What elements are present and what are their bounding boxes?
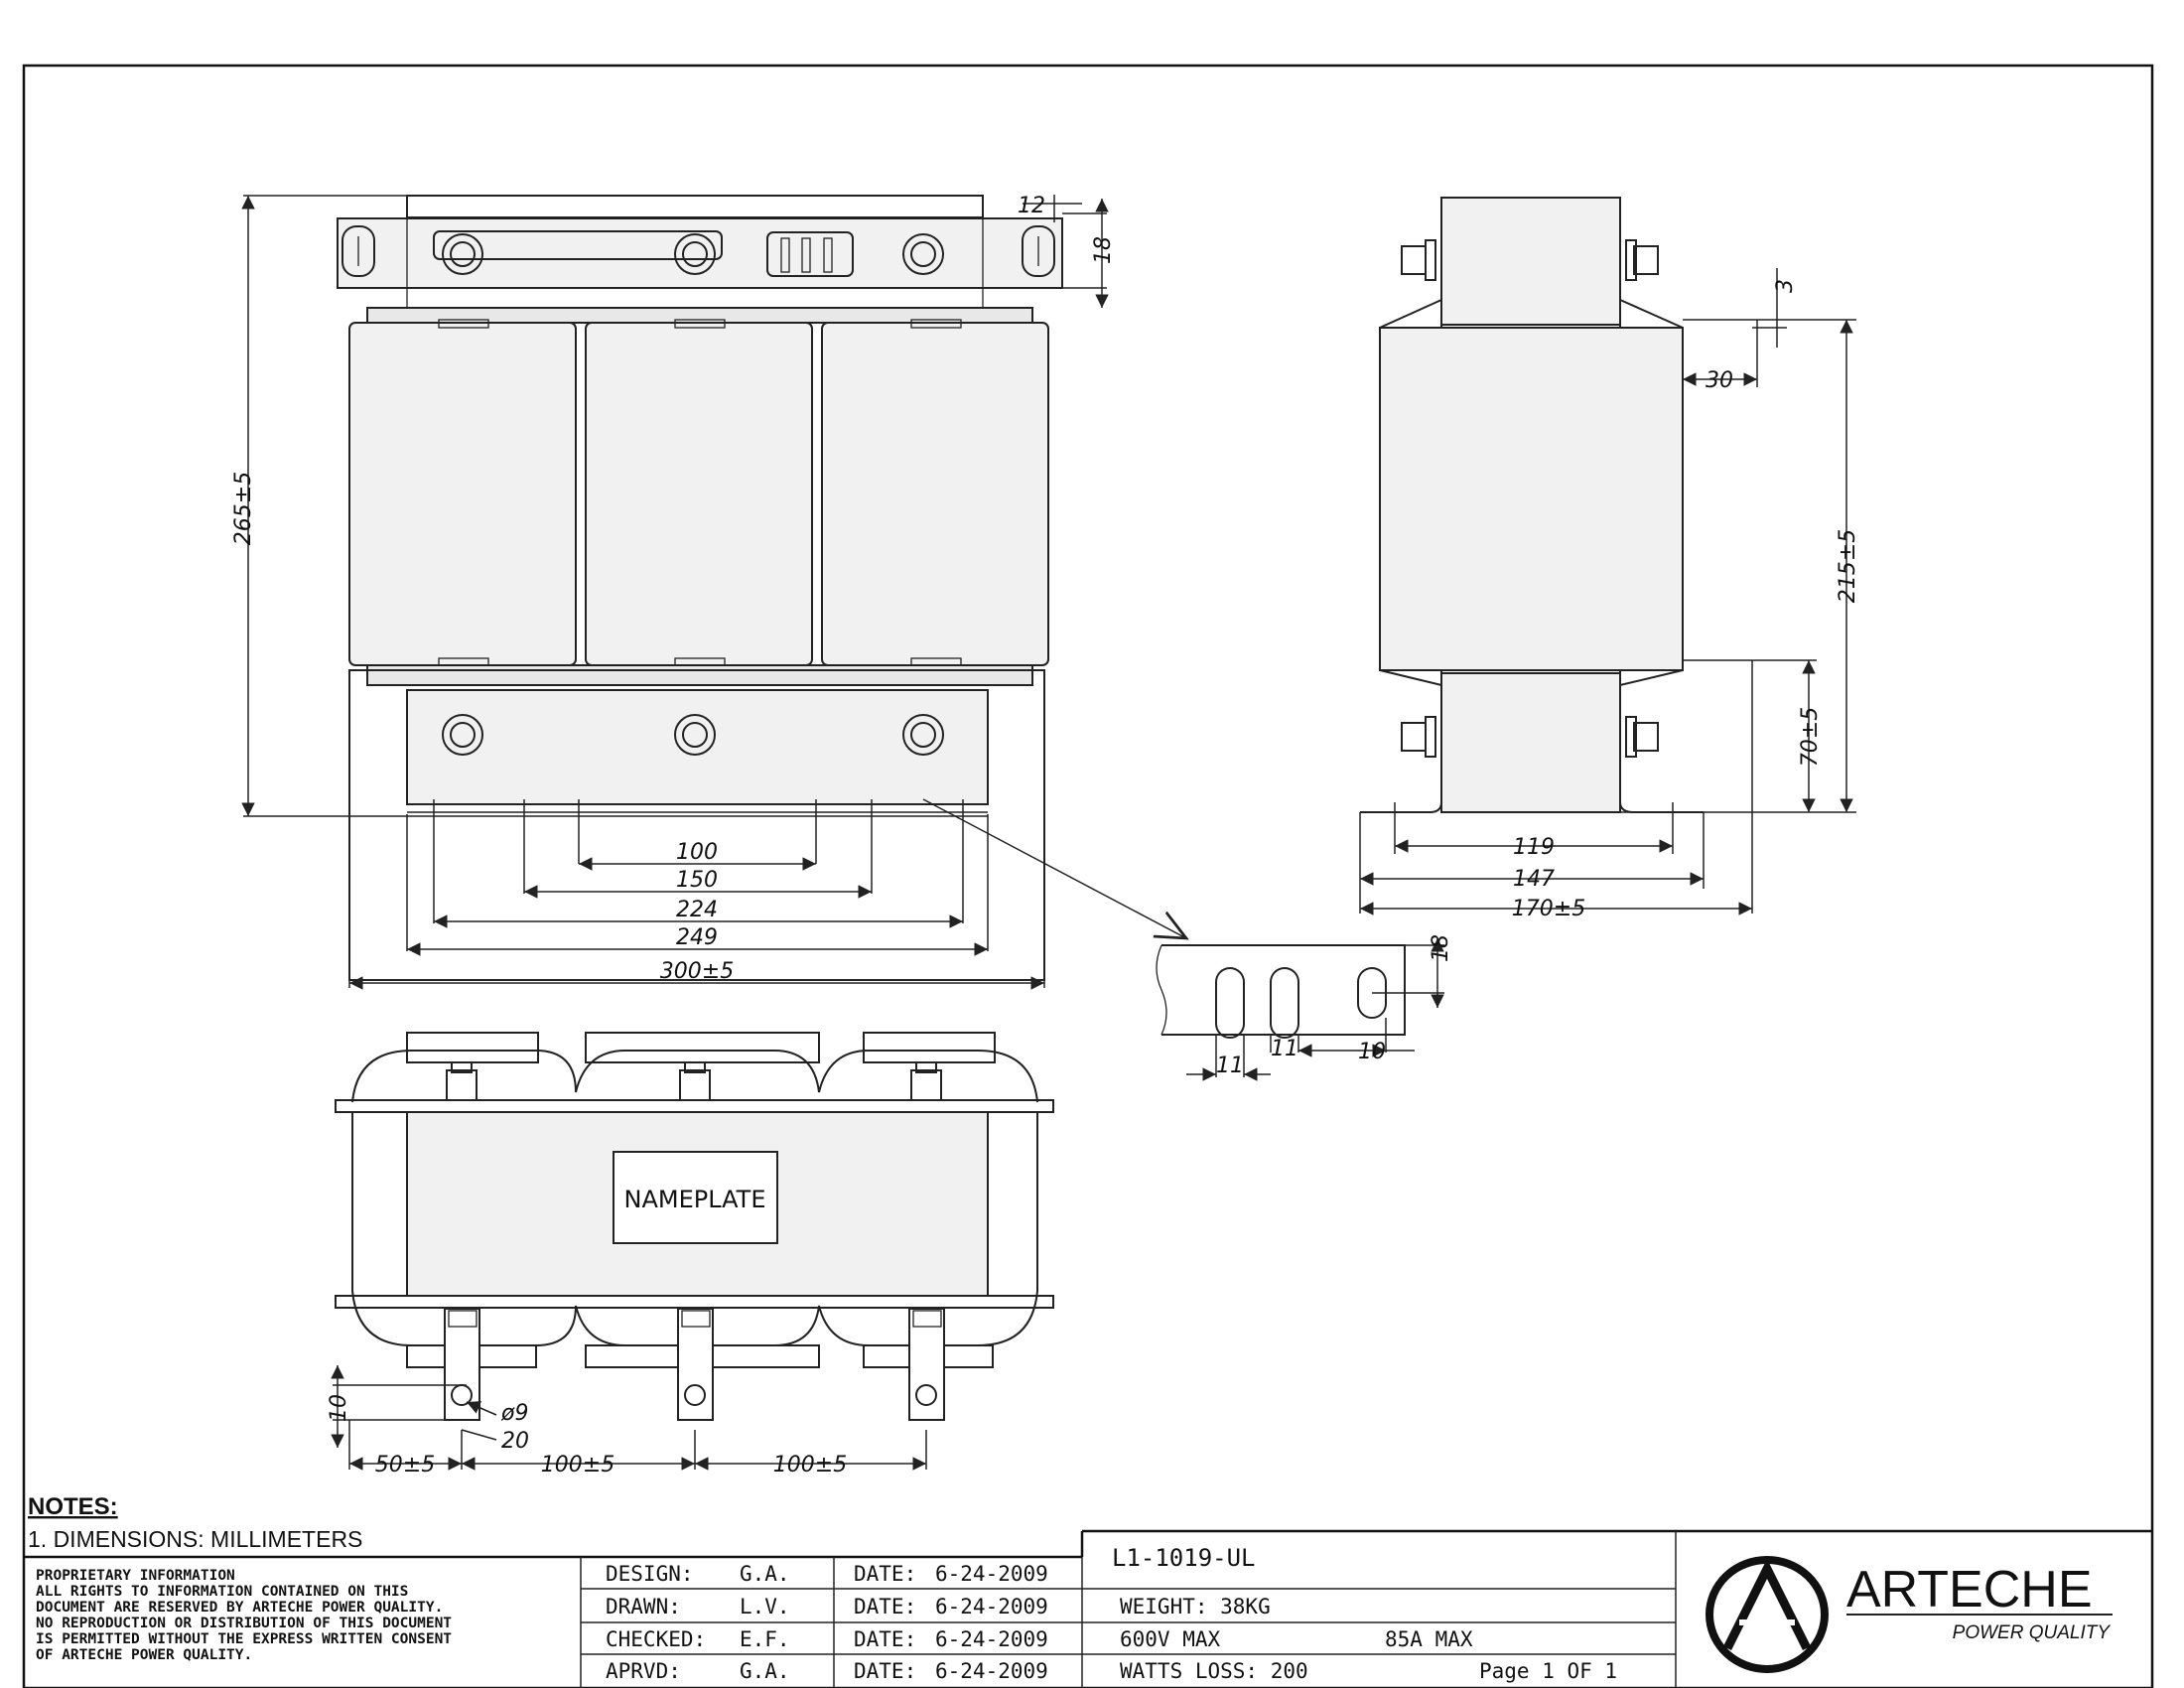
approval-date-label: DATE: xyxy=(854,1595,916,1618)
proprietary-line: OF ARTECHE POWER QUALITY. xyxy=(36,1647,252,1663)
approval-initials: L.V. xyxy=(740,1595,790,1618)
dim-119: 119 xyxy=(1513,835,1555,860)
dim-300: 300±5 xyxy=(660,959,734,984)
logo-name: ARTECHE xyxy=(1846,1561,2093,1618)
approval-date-label: DATE: xyxy=(854,1627,916,1651)
approval-date: 6-24-2009 xyxy=(935,1595,1048,1618)
proprietary-line: IS PERMITTED WITHOUT THE EXPRESS WRITTEN… xyxy=(36,1631,452,1647)
approval-initials: G.A. xyxy=(740,1659,790,1683)
approval-role: DESIGN: xyxy=(606,1562,694,1586)
side-view-dimensions: 3 30 215±5 70±5 119 147 170±5 xyxy=(1512,279,1860,921)
proprietary-line: PROPRIETARY INFORMATION xyxy=(36,1568,235,1584)
dim-bottom-100b: 100±5 xyxy=(773,1453,847,1477)
approval-date: 6-24-2009 xyxy=(935,1627,1048,1651)
proprietary-line: NO REPRODUCTION OR DISTRIBUTION OF THIS … xyxy=(36,1616,452,1631)
approval-role: APRVD: xyxy=(606,1659,681,1683)
approval-date: 6-24-2009 xyxy=(935,1562,1048,1586)
approval-initials: E.F. xyxy=(740,1627,790,1651)
dim-bottom-50: 50±5 xyxy=(375,1453,435,1477)
bottom-view: NAMEPLATE xyxy=(331,1032,1054,1471)
notes-title: NOTES: xyxy=(28,1493,118,1520)
part-current: 85A MAX xyxy=(1385,1627,1473,1651)
part-weight: WEIGHT: 38KG xyxy=(1120,1595,1271,1618)
front-view xyxy=(241,195,1186,990)
side-view xyxy=(1359,197,1856,915)
slot-detail-dimensions: 18 11 11 10 xyxy=(1216,934,1453,1078)
dim-front-height: 265±5 xyxy=(231,472,256,545)
dim-100: 100 xyxy=(676,840,718,865)
nameplate-box xyxy=(613,1151,778,1244)
part-voltage: 600V MAX xyxy=(1120,1627,1221,1651)
dim-170: 170±5 xyxy=(1512,897,1585,921)
approval-initials: G.A. xyxy=(740,1562,790,1586)
arteche-logo-icon xyxy=(1706,1556,1829,1673)
part-watts-loss: WATTS LOSS: 200 xyxy=(1120,1659,1308,1683)
note-item: 1. DIMENSIONS: MILLIMETERS xyxy=(28,1526,362,1552)
dim-249: 249 xyxy=(676,925,718,950)
approval-role: CHECKED: xyxy=(606,1627,706,1651)
dim-18-top: 18 xyxy=(1091,236,1116,264)
side-bolt-icon xyxy=(1401,239,1659,758)
proprietary-line: ALL RIGHTS TO INFORMATION CONTAINED ON T… xyxy=(36,1584,408,1600)
logo-tagline: POWER QUALITY xyxy=(1953,1622,2112,1643)
sheet-border xyxy=(22,64,2154,1688)
dim-3: 3 xyxy=(1773,279,1798,293)
part-info: L1-1019-UL WEIGHT: 38KG 600V MAX 85A MAX… xyxy=(1112,1544,1617,1683)
dim-detail-18: 18 xyxy=(1429,934,1453,962)
dim-224: 224 xyxy=(676,898,718,922)
dim-30: 30 xyxy=(1706,368,1733,393)
dim-base: 70±5 xyxy=(1798,707,1823,767)
terminal-nut-icon xyxy=(446,1061,942,1101)
approval-date-label: DATE: xyxy=(854,1659,916,1683)
front-view-dimensions: 265±5 100 150 224 249 300±5 12 18 xyxy=(231,194,1116,984)
dim-bottom-20: 20 xyxy=(501,1429,529,1454)
slot-detail xyxy=(1156,938,1444,1081)
dim-bottom-10: 10 xyxy=(327,1394,351,1422)
mounting-bolt-icon xyxy=(442,714,944,756)
dim-detail-10: 10 xyxy=(1358,1040,1386,1064)
nameplate-label: NAMEPLATE xyxy=(623,1186,765,1213)
dim-side-height: 215±5 xyxy=(1836,529,1860,603)
terminal-bolt-icon xyxy=(442,233,944,275)
part-number: L1-1019-UL xyxy=(1112,1544,1256,1572)
dim-detail-11a: 11 xyxy=(1216,1054,1244,1078)
dim-12: 12 xyxy=(1018,194,1045,218)
arteche-logo: ARTECHE POWER QUALITY xyxy=(1706,1556,2113,1673)
approval-table: DESIGN: G.A. DATE: 6-24-2009 DRAWN: L.V.… xyxy=(606,1562,1048,1683)
dim-150: 150 xyxy=(676,868,718,893)
proprietary-line: DOCUMENT ARE RESERVED BY ARTECHE POWER Q… xyxy=(36,1600,443,1616)
dim-detail-11b: 11 xyxy=(1271,1037,1298,1061)
approval-role: DRAWN: xyxy=(606,1595,681,1618)
page-number: Page 1 OF 1 xyxy=(1479,1659,1617,1683)
dim-147: 147 xyxy=(1513,867,1555,892)
approval-date-label: DATE: xyxy=(854,1562,916,1586)
dim-bottom-100a: 100±5 xyxy=(541,1453,614,1477)
approval-date: 6-24-2009 xyxy=(935,1659,1048,1683)
bottom-view-dimensions: 10 ø9 20 50±5 100±5 100±5 xyxy=(327,1394,847,1477)
dim-hole: ø9 xyxy=(500,1401,528,1426)
title-block xyxy=(24,1529,2152,1688)
proprietary-notice: PROPRIETARY INFORMATION ALL RIGHTS TO IN… xyxy=(36,1568,452,1663)
